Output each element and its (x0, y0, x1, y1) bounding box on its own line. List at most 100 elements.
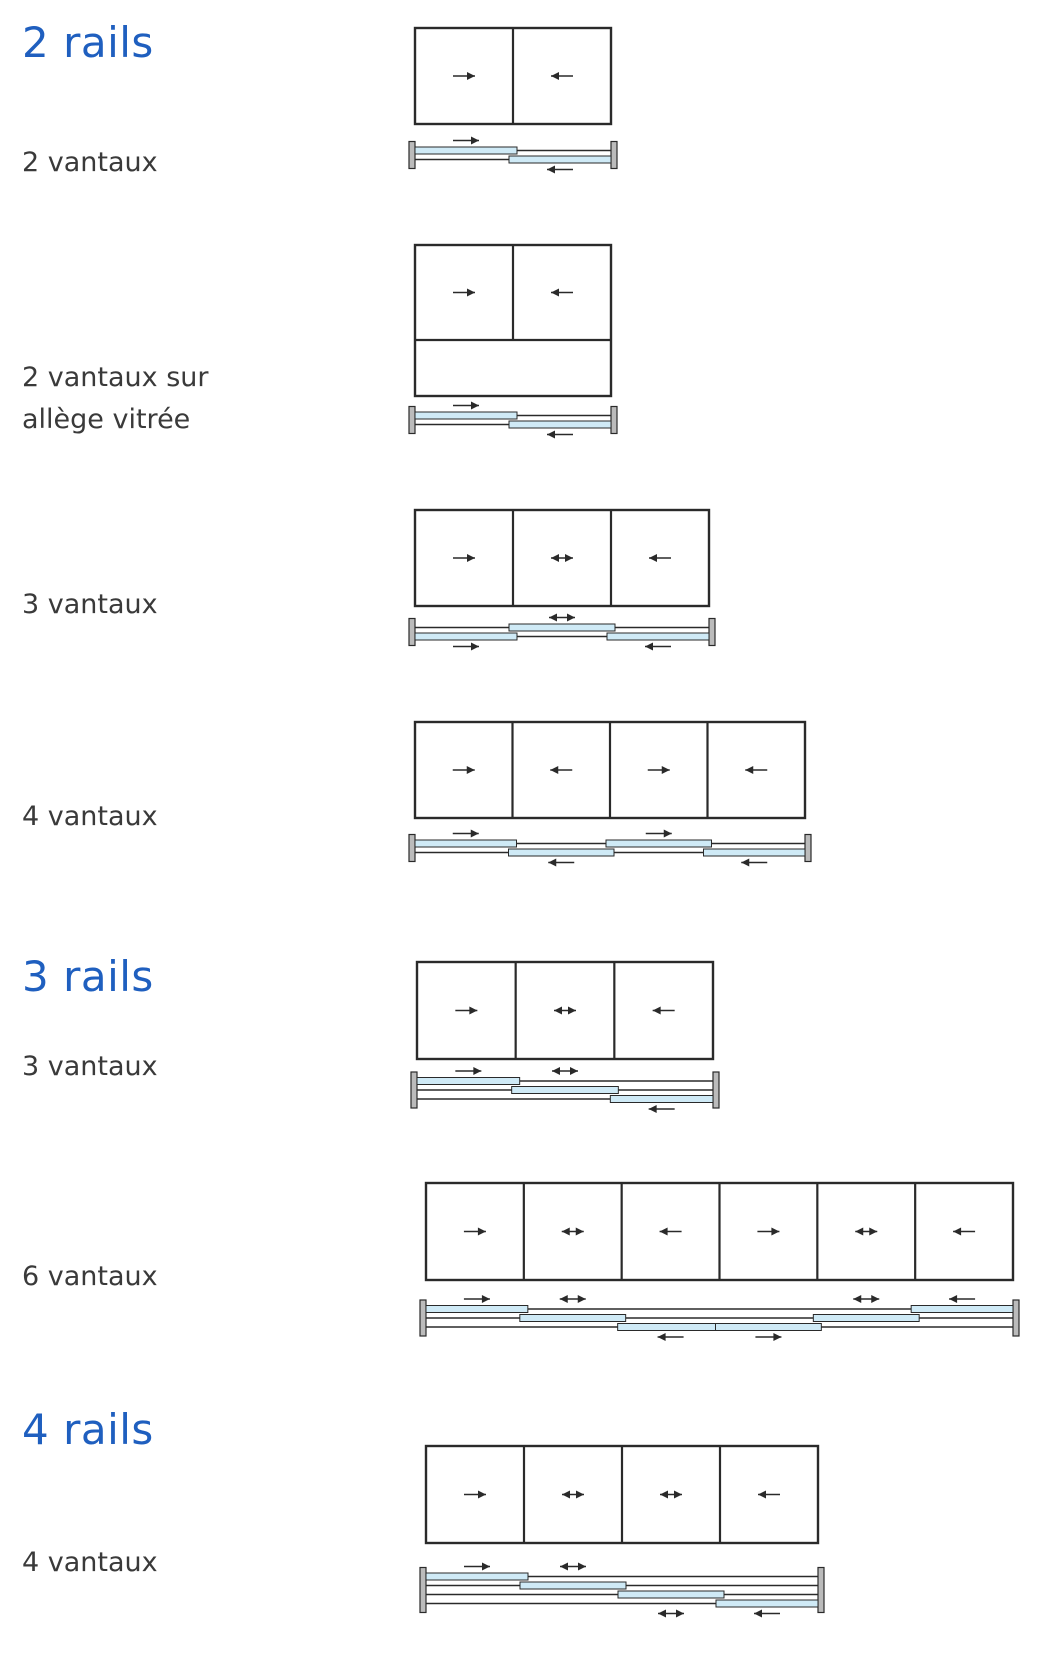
plan-arrow-left-head (657, 1333, 666, 1341)
end-post (708, 617, 716, 647)
panel-arrow-both-head (869, 1227, 878, 1236)
end-post (408, 617, 416, 647)
plan-arrow-left-head (741, 858, 750, 867)
plan-arrow-right-head (482, 1562, 490, 1571)
panel-arrow-both-head (561, 1227, 570, 1236)
plan-arrow-left-head (754, 1609, 762, 1618)
plan-arrow-both-head (559, 1295, 568, 1303)
window-diagram-2 (408, 243, 618, 439)
panel-arrow-left-head (659, 1227, 668, 1236)
panel-arrow-right-head (661, 766, 670, 774)
glass-leaf (812, 1314, 920, 1322)
panel-arrow-left-head (745, 766, 754, 774)
panel-arrow-both-head (565, 554, 573, 562)
window-diagram-6 (419, 1181, 1020, 1341)
panel-arrow-both-head (855, 1227, 864, 1236)
panel-arrow-left-head (649, 554, 657, 562)
section-heading-3-rails: 3 rails (22, 952, 154, 1001)
config-label-line: 2 vantaux sur (22, 362, 209, 393)
panel-arrow-left-head (551, 288, 559, 297)
config-label-3-rails-3-vantaux: 3 vantaux (22, 1051, 158, 1082)
glass-leaf (414, 146, 518, 155)
glass-leaf (508, 420, 612, 429)
section-heading-4-rails: 4 rails (22, 1405, 154, 1454)
glass-leaf (605, 839, 712, 848)
config-label-2-rails-4-vantaux: 4 vantaux (22, 801, 158, 832)
panel-arrow-both-head (562, 1490, 570, 1499)
plan-arrow-both-head (570, 1067, 578, 1075)
glass-leaf (425, 1572, 529, 1581)
panel-arrow-both-head (551, 554, 559, 562)
end-post (712, 1071, 720, 1109)
panel-arrow-left-head (953, 1227, 962, 1236)
glass-leaf (425, 1305, 529, 1313)
end-post (610, 405, 618, 435)
end-post (804, 833, 812, 863)
plan-arrow-left-head (648, 1105, 657, 1113)
glass-leaf (414, 632, 518, 641)
end-post (817, 1566, 825, 1614)
plan-arrow-right-head (481, 1295, 490, 1303)
glass-leaf (519, 1314, 627, 1322)
config-label-2-rails-2-vantaux: 2 vantaux (22, 147, 158, 178)
panel-arrow-left-head (550, 766, 559, 774)
config-label-3-rails-6-vantaux: 6 vantaux (22, 1261, 158, 1292)
glass-leaf (508, 623, 616, 632)
plan-arrow-both-head (578, 1562, 586, 1571)
window-diagram-7 (419, 1444, 825, 1618)
panel-arrow-left-head (652, 1006, 661, 1015)
panel-arrow-both-head (568, 1006, 576, 1015)
config-label-2-rails-2-vantaux-allege: 2 vantaux sur allège vitrée (22, 357, 208, 441)
glass-leaf (715, 1323, 822, 1331)
glass-leaf (511, 1086, 619, 1094)
plan-arrow-left-head (547, 165, 555, 174)
panel-arrow-right-head (467, 72, 475, 80)
config-label-line: allège vitrée (22, 404, 191, 435)
plan-arrow-both-head (567, 613, 575, 622)
plan-arrow-both-head (853, 1295, 862, 1303)
panel-arrow-both-head (575, 1227, 584, 1236)
plan-arrow-right-head (470, 829, 479, 838)
panel-arrow-right-head (478, 1490, 486, 1499)
window-diagram-4 (408, 720, 812, 867)
plan-arrow-right-head (663, 829, 672, 838)
plan-arrow-both-head (676, 1609, 684, 1618)
end-post (610, 140, 618, 170)
end-post (1012, 1299, 1020, 1337)
glass-leaf (703, 848, 806, 857)
panel-arrow-right-head (467, 288, 475, 297)
glass-leaf (519, 1581, 627, 1590)
plan-arrow-right-head (473, 1067, 482, 1075)
plan-arrow-left-head (949, 1295, 958, 1303)
panel-arrow-right-head (477, 1227, 486, 1236)
panel-arrow-left-head (758, 1490, 766, 1499)
panel-arrow-both-head (674, 1490, 682, 1499)
plan-arrow-right-head (471, 136, 479, 145)
end-post (419, 1566, 427, 1614)
panel-arrow-both-head (554, 1006, 562, 1015)
plan-arrow-left-head (547, 430, 555, 439)
glass-leaf (414, 411, 518, 420)
glass-leaf (508, 848, 615, 857)
glass-leaf (414, 839, 517, 848)
panel-arrow-both-head (660, 1490, 668, 1499)
glass-leaf (617, 1590, 725, 1599)
panel-arrow-left-head (551, 72, 559, 80)
config-label-2-rails-3-vantaux: 3 vantaux (22, 589, 158, 620)
section-heading-2-rails: 2 rails (22, 18, 154, 67)
plan-arrow-both-head (577, 1295, 586, 1303)
plan-arrow-both-head (560, 1562, 568, 1571)
panel-arrow-right-head (469, 1006, 478, 1015)
plan-arrow-both-head (658, 1609, 666, 1618)
plan-arrow-both-head (871, 1295, 880, 1303)
glass-leaf (606, 632, 710, 641)
end-post (410, 1071, 418, 1109)
window-diagram-5 (410, 960, 720, 1113)
config-label-4-rails-4-vantaux: 4 vantaux (22, 1547, 158, 1578)
glass-leaf (416, 1077, 521, 1085)
plan-arrow-right-head (471, 401, 479, 410)
plan-arrow-both-head (552, 1067, 560, 1075)
plan-arrow-both-head (549, 613, 557, 622)
panel-arrow-right-head (467, 554, 475, 562)
